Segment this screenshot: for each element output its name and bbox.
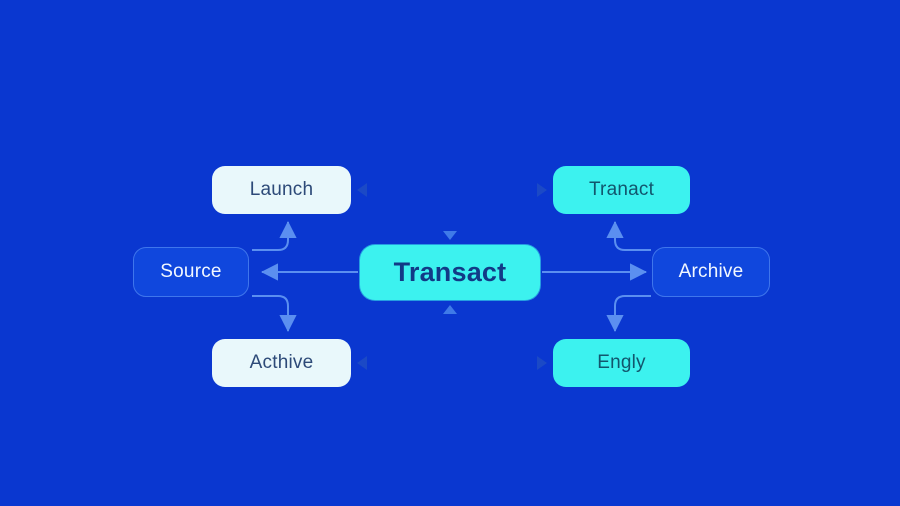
node-source[interactable]: Source xyxy=(133,247,249,297)
node-transact[interactable]: Transact xyxy=(360,245,540,300)
node-acthive-marker-icon[interactable] xyxy=(357,356,367,370)
node-acthive[interactable]: Acthive xyxy=(212,339,351,387)
edge-archive-to-engly xyxy=(606,295,651,332)
node-launch[interactable]: Launch xyxy=(212,166,351,214)
node-tranact[interactable]: Tranact xyxy=(553,166,690,214)
node-tranact-marker-icon[interactable] xyxy=(537,183,547,197)
center-handle-top-icon[interactable] xyxy=(443,231,457,240)
edge-source-to-acthive xyxy=(252,295,297,332)
center-handle-bottom-icon[interactable] xyxy=(443,305,457,314)
node-archive[interactable]: Archive xyxy=(652,247,770,297)
node-engly[interactable]: Engly xyxy=(553,339,690,387)
edge-source-to-launch xyxy=(252,221,297,251)
node-launch-marker-icon[interactable] xyxy=(357,183,367,197)
node-engly-marker-icon[interactable] xyxy=(537,356,547,370)
edge-archive-to-tranact xyxy=(606,221,651,251)
